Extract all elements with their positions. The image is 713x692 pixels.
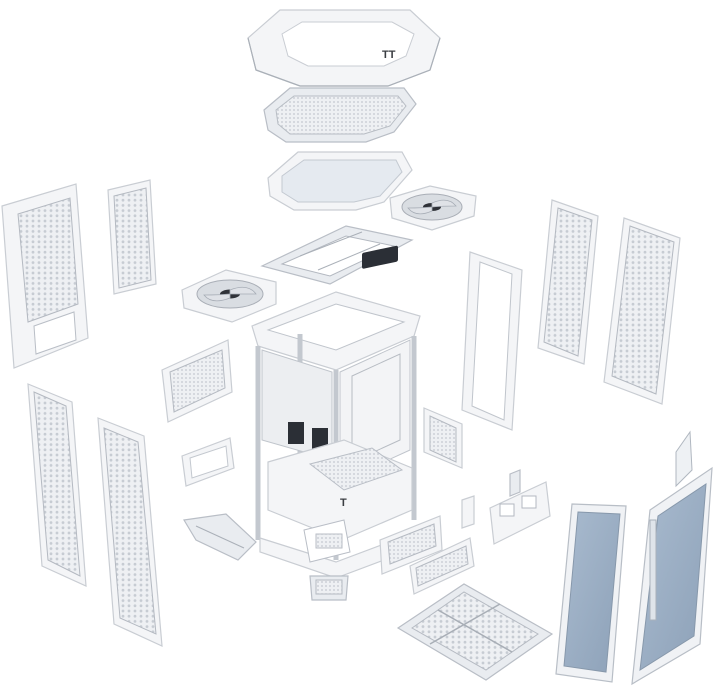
bottom-dust-filter [396,583,554,681]
left-bottom-rail [183,513,257,561]
right-tall-frame [461,251,523,431]
left-psu-mesh [161,339,233,423]
right-slot-cover-long [409,537,475,595]
right-slot-cover-small [461,495,475,529]
top-cover-logo: TT [382,49,396,61]
right-fan-grill [423,407,463,469]
radiator-bracket [260,225,414,285]
glass-panel-side [631,430,713,686]
fan-top-right [389,185,477,231]
left-mesh-panel-lower-b [97,417,163,647]
right-psu-bracket [489,469,551,545]
glass-panel-front [555,503,627,683]
io-ports [362,245,398,269]
left-front-panel [1,183,89,369]
right-mesh-panel-a [537,199,599,365]
bottom-small-filter [309,575,349,601]
shroud-logo: T [340,497,347,509]
cable-cutout-1 [288,422,304,444]
fan-left [181,269,277,323]
left-mesh-panel-lower-a [27,383,87,587]
top-cover: TT [247,9,441,87]
right-long-slot-panel [379,515,443,575]
right-mesh-panel-b [603,217,681,405]
chassis-frame: T [251,245,421,579]
left-mesh-panel-upper [107,179,157,295]
top-dust-filter [263,87,417,143]
left-small-bracket [181,437,235,487]
top-fan-bracket [267,151,413,211]
cable-cutout-2 [312,428,328,450]
